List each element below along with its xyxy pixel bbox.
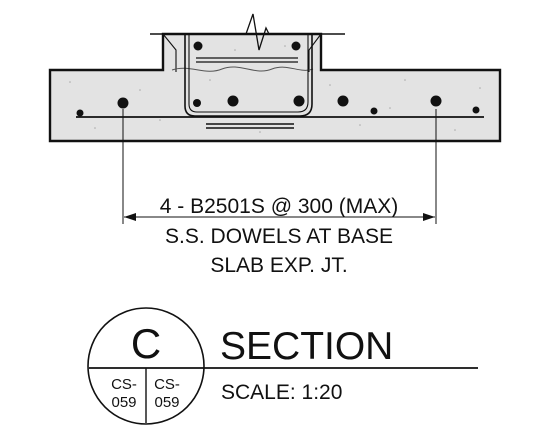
- wall-right-chamfer: [308, 33, 322, 72]
- section-marker: C CS- 059 CS- 059 SECTION SCALE: 1:20: [87, 307, 478, 425]
- ref-right-line-2: 059: [154, 394, 179, 411]
- dowel-callout-line-2: S.S. DOWELS AT BASE: [165, 225, 393, 248]
- dowel-spacing-dimension: [122, 109, 437, 224]
- section-title: SECTION: [220, 325, 393, 368]
- stirrup-inner: [188, 34, 309, 113]
- break-line: [236, 13, 285, 51]
- base-slab-outline: [48, 32, 502, 143]
- arrow-right-icon: [423, 213, 435, 221]
- stirrup-outer: [184, 34, 313, 117]
- section-letter: C: [131, 320, 161, 367]
- arrow-left-icon: [124, 213, 136, 221]
- ref-left-line-1: CS-: [111, 376, 137, 393]
- section-scale: SCALE: 1:20: [221, 381, 342, 404]
- dowel-callout-line-1: 4 - B2501S @ 300 (MAX): [160, 195, 398, 218]
- ref-left-line-2: 059: [111, 394, 136, 411]
- section-bubble: [87, 307, 205, 425]
- reinforcement: [76, 34, 484, 129]
- concrete-hatch: [69, 45, 481, 133]
- rebar-sections: [76, 41, 480, 117]
- dowel-callout-line-3: SLAB EXP. JT.: [210, 254, 347, 277]
- wall-left-chamfer: [162, 33, 177, 72]
- construction-joint-line: [171, 66, 314, 72]
- base-slab: [48, 32, 502, 143]
- ref-right-line-1: CS-: [154, 376, 180, 393]
